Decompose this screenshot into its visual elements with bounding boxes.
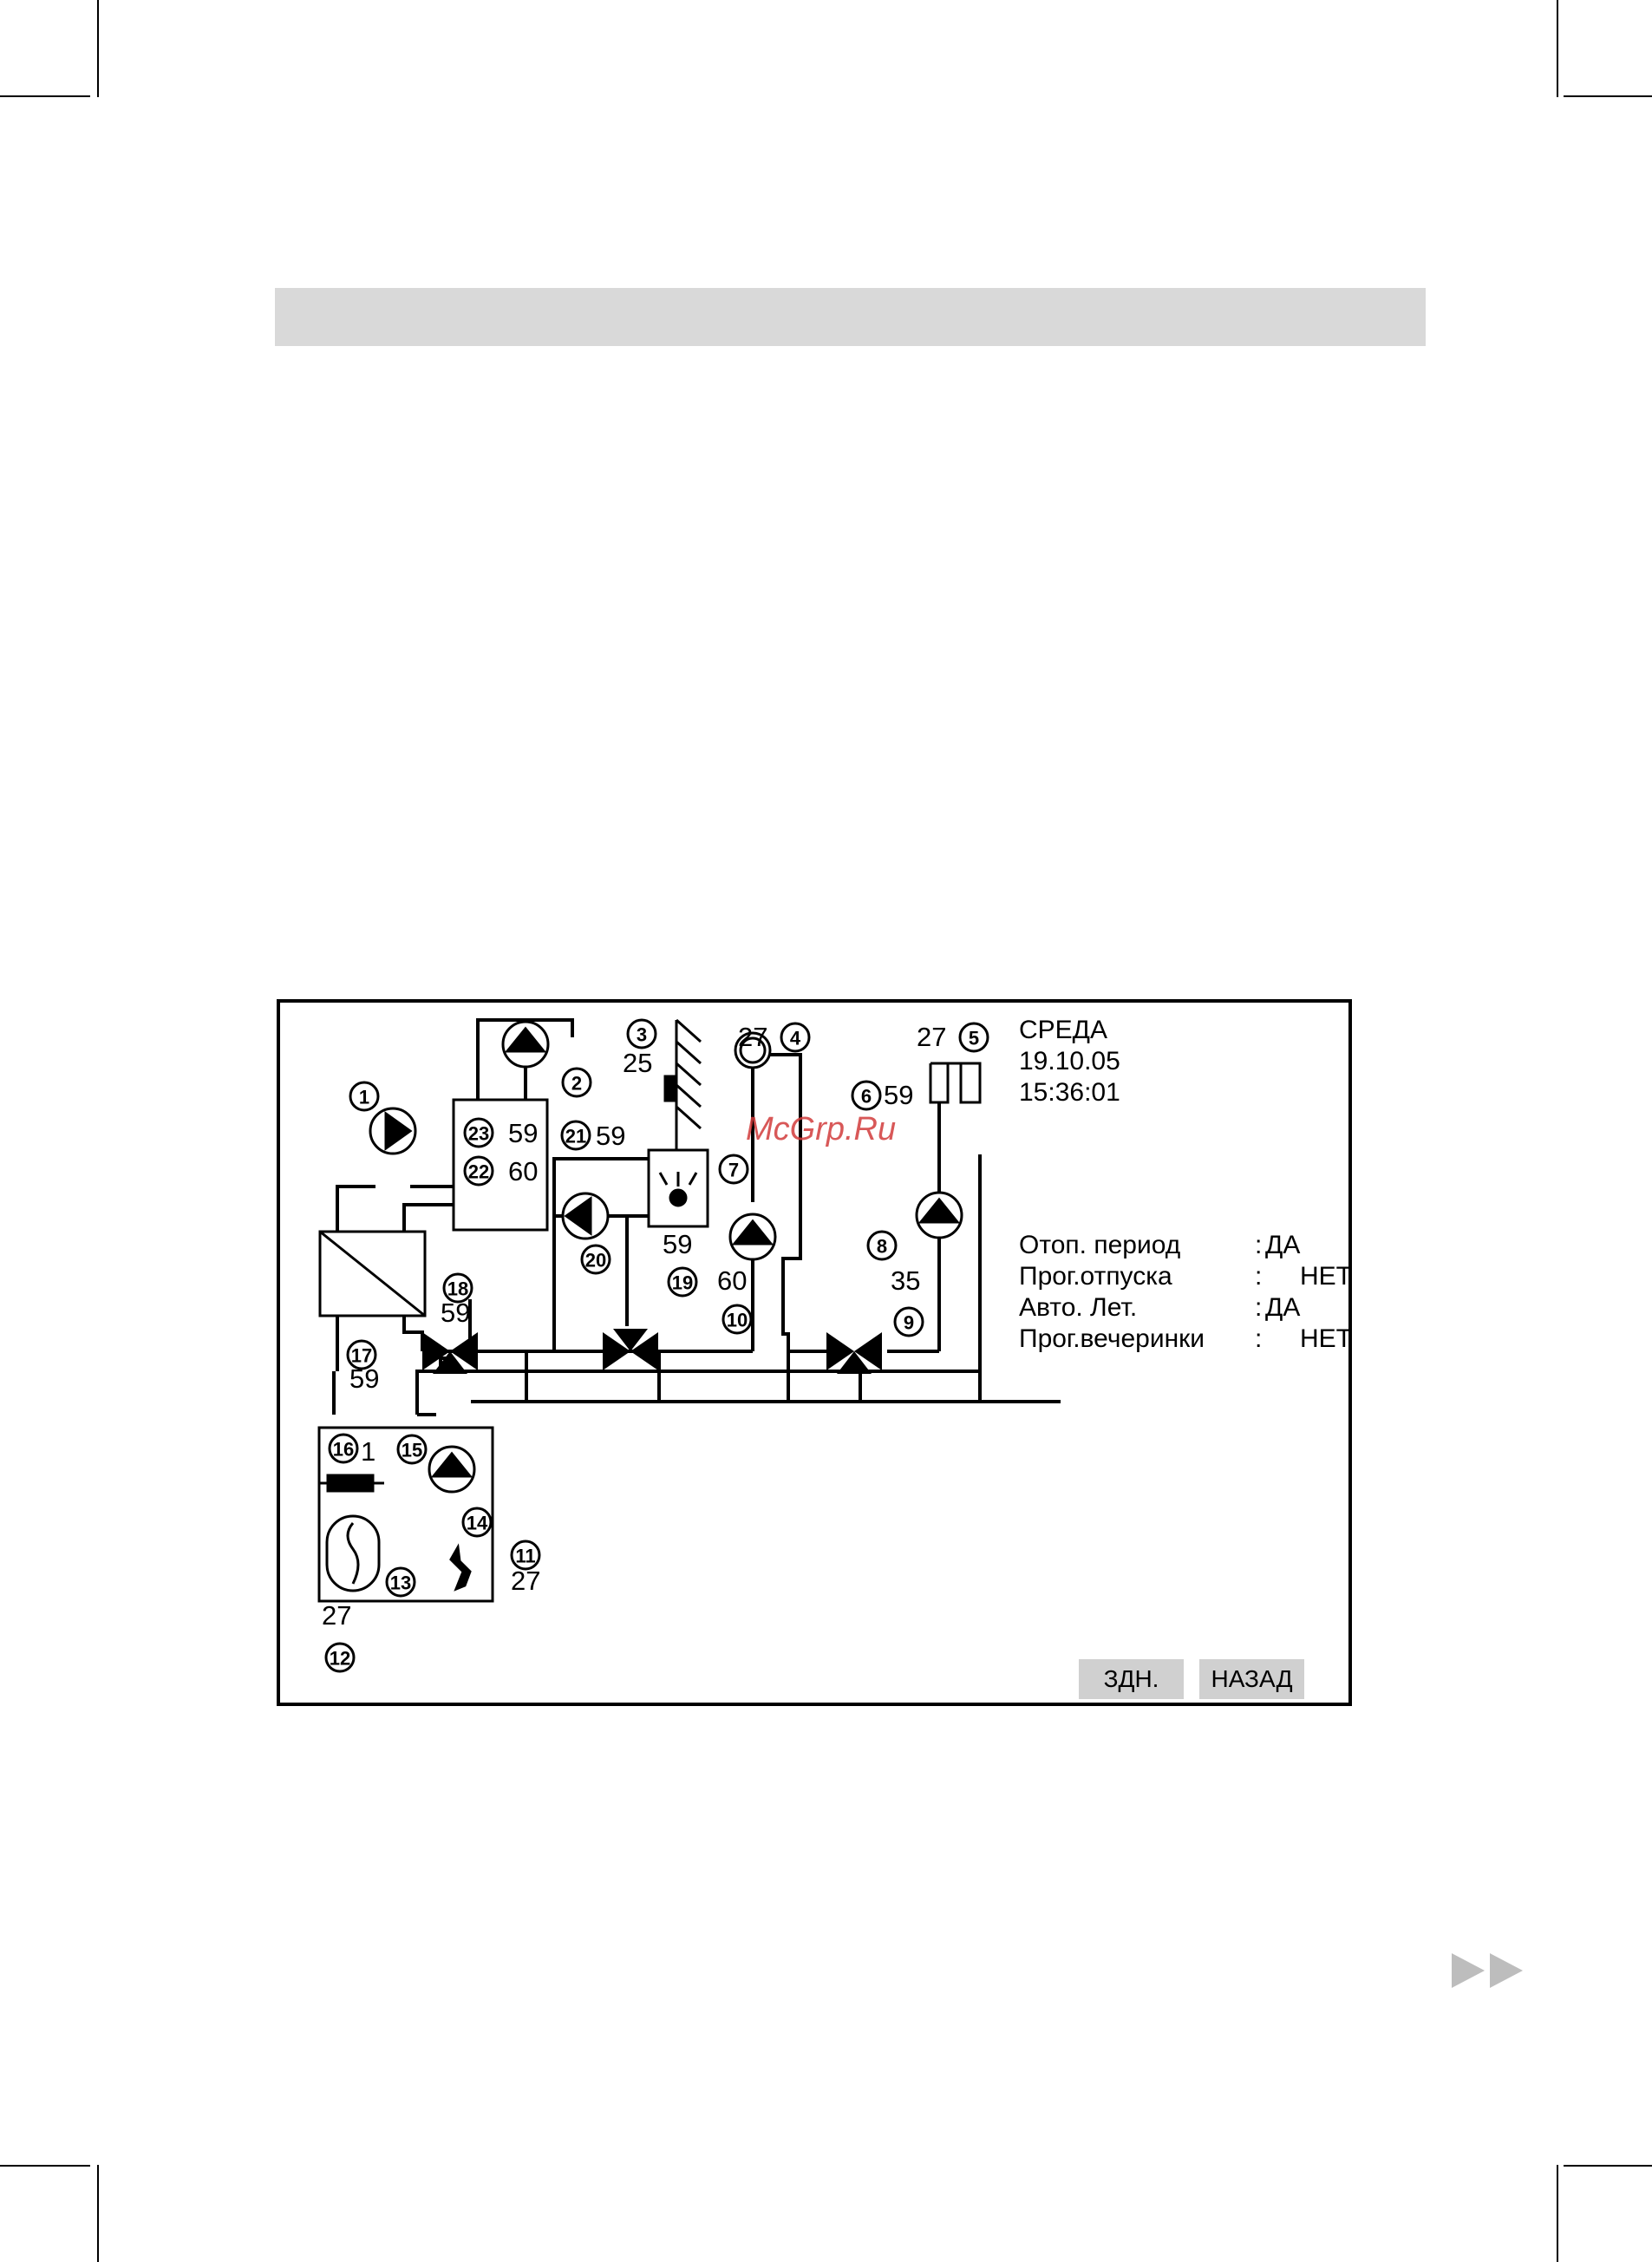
svg-text:20: 20 — [585, 1250, 606, 1272]
badge-8: 8 — [868, 1232, 896, 1259]
badge-14: 14 — [463, 1508, 491, 1536]
badge-7: 7 — [720, 1155, 748, 1183]
reading-19: 59 — [663, 1229, 692, 1259]
status-label: Отоп. период — [1019, 1230, 1180, 1261]
crop-mark — [1557, 2165, 1558, 2262]
reading-9: 35 — [891, 1265, 920, 1296]
svg-text:19: 19 — [672, 1272, 693, 1294]
svg-text:12: 12 — [330, 1648, 350, 1670]
svg-text:8: 8 — [877, 1236, 887, 1258]
status-value: НЕТ — [1300, 1261, 1352, 1292]
weekday: СРЕДА — [1019, 1015, 1107, 1046]
crop-mark — [1557, 0, 1558, 97]
reading-22: 60 — [508, 1156, 538, 1187]
reading-11: 27 — [511, 1566, 540, 1596]
badge-13: 13 — [387, 1568, 415, 1596]
pump-8-symbol — [917, 1193, 962, 1238]
status-value: ДА — [1265, 1292, 1300, 1324]
svg-text:7: 7 — [728, 1160, 739, 1181]
reading-5: 27 — [917, 1022, 946, 1052]
solar-unit — [649, 1150, 708, 1226]
status-separator: : — [1255, 1292, 1262, 1324]
valve-18-symbol — [422, 1332, 478, 1374]
crop-mark — [1564, 95, 1652, 97]
status-value: НЕТ — [1300, 1324, 1352, 1355]
valve-mid-symbol — [603, 1329, 658, 1370]
reading-6: 59 — [884, 1080, 913, 1110]
reading-16: 1 — [361, 1436, 375, 1467]
date: 19.10.05 — [1019, 1046, 1120, 1077]
badge-12: 12 — [326, 1644, 354, 1671]
status-label: Прог.отпуска — [1019, 1261, 1172, 1292]
svg-text:16: 16 — [333, 1439, 354, 1461]
badge-22: 22 — [465, 1157, 493, 1185]
back-button[interactable]: НАЗАД — [1199, 1659, 1304, 1699]
status-label: Прог.вечеринки — [1019, 1324, 1205, 1355]
watermark: McGrp.Ru — [746, 1111, 896, 1148]
badge-5: 5 — [960, 1023, 988, 1051]
badge-1: 1 — [350, 1082, 378, 1110]
crop-mark — [97, 2165, 99, 2262]
reading-23: 59 — [508, 1118, 538, 1148]
header-bar — [275, 288, 1426, 346]
badge-15: 15 — [398, 1435, 426, 1463]
svg-text:5: 5 — [969, 1028, 979, 1049]
badge-19: 19 — [669, 1268, 696, 1296]
crop-mark — [0, 2165, 90, 2167]
pump-15-symbol — [429, 1447, 474, 1492]
status-button[interactable]: ЗДН. — [1079, 1659, 1184, 1699]
crop-mark — [97, 0, 99, 97]
crop-mark — [0, 95, 90, 97]
pump-7-symbol — [730, 1214, 775, 1259]
status-value: ДА — [1265, 1230, 1300, 1261]
reading-3: 25 — [623, 1048, 652, 1078]
heat-exchanger — [320, 1232, 425, 1316]
valve-9-symbol — [826, 1332, 882, 1374]
pump-1-symbol — [370, 1108, 415, 1154]
status-label: Авто. Лет. — [1019, 1292, 1137, 1324]
status-separator: : — [1255, 1261, 1262, 1292]
time: 15:36:01 — [1019, 1077, 1120, 1108]
badge-4: 4 — [781, 1023, 809, 1051]
svg-text:10: 10 — [727, 1310, 748, 1331]
pump-20-symbol — [563, 1193, 608, 1239]
svg-text:6: 6 — [861, 1086, 872, 1108]
svg-text:2: 2 — [571, 1073, 582, 1095]
svg-text:9: 9 — [904, 1312, 914, 1334]
reading-21: 59 — [596, 1121, 625, 1151]
radiator — [930, 1063, 980, 1102]
badge-10: 10 — [723, 1305, 751, 1333]
svg-text:18: 18 — [447, 1278, 468, 1300]
reading-12: 27 — [322, 1600, 351, 1631]
svg-text:22: 22 — [468, 1161, 489, 1183]
badge-23: 23 — [465, 1119, 493, 1147]
double-arrow-right-icon[interactable] — [1450, 1950, 1528, 1991]
badge-9: 9 — [895, 1308, 923, 1336]
badge-20: 20 — [582, 1245, 610, 1273]
reading-17: 59 — [349, 1363, 379, 1394]
svg-text:3: 3 — [637, 1024, 647, 1046]
display-panel: 1 2 3 4 5 6 7 8 9 10 11 12 13 14 15 16 1… — [277, 999, 1352, 1706]
svg-text:21: 21 — [565, 1126, 586, 1147]
svg-text:1: 1 — [359, 1087, 369, 1108]
badge-3: 3 — [628, 1020, 656, 1048]
outdoor-sensor — [665, 1020, 701, 1150]
svg-text:15: 15 — [402, 1440, 422, 1461]
badge-6: 6 — [852, 1082, 880, 1109]
svg-text:23: 23 — [468, 1123, 489, 1145]
svg-text:14: 14 — [467, 1513, 488, 1534]
pump-2-symbol — [503, 1022, 548, 1067]
badge-21: 21 — [562, 1121, 590, 1149]
status-separator: : — [1255, 1324, 1262, 1355]
svg-text:13: 13 — [390, 1572, 411, 1594]
reading-18: 59 — [441, 1298, 470, 1328]
reading-10: 60 — [717, 1265, 747, 1296]
reading-4: 27 — [738, 1022, 767, 1052]
badge-16: 16 — [330, 1435, 357, 1462]
status-separator: : — [1255, 1230, 1262, 1261]
svg-text:11: 11 — [515, 1546, 535, 1567]
svg-text:4: 4 — [790, 1028, 801, 1049]
badge-2: 2 — [563, 1069, 591, 1096]
crop-mark — [1564, 2165, 1652, 2167]
